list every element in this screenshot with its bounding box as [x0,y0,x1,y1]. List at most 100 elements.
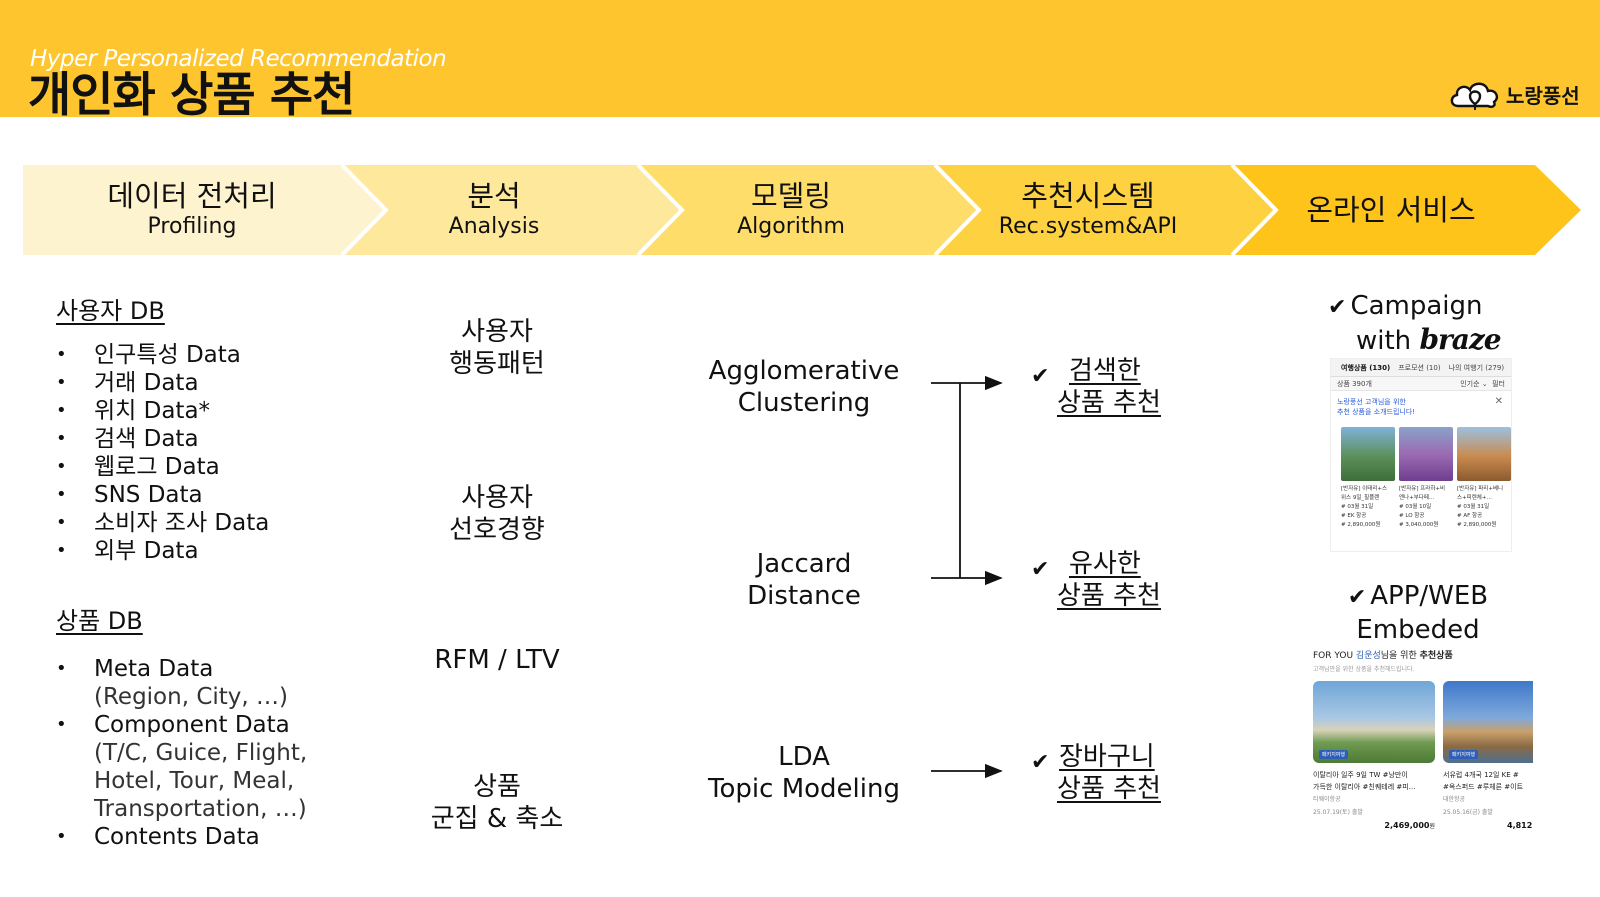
braze-logo: braze [1419,323,1501,356]
mock-header-bold: 추천상품 [1419,651,1453,661]
mock-header: FOR YOU 김운성님을 위한 추천상품 [1313,648,1533,661]
stage-recsystem: 추천시스템 Rec.system&API [958,179,1218,241]
list-item: 소비자 조사 Data [56,509,269,537]
analysis-rfm-ltv: RFM / LTV [387,644,607,676]
page-subtitle: Hyper Personalized Recommendation [30,46,447,72]
card-text: 이탈리아 일주 9일 TW #낭만이 가득한 이탈리아 #친퀘테레 #피… [1313,769,1435,793]
analysis-line: 행동패턴 [449,349,545,379]
mock-thumb: [반자유] 프라하+비 엔나+부다페… # 03월 10일 # LO 항공 # … [1399,427,1453,530]
list-item: 웹로그 Data [56,453,269,481]
card-text: 서유럽 4개국 12일 KE # #옥스퍼드 #루체른 #이트 [1443,769,1533,793]
list-item: 인구특성 Data [56,341,269,369]
mock-caption: [반자유] 프라하+비 엔나+부다페… # 03월 10일 # LO 항공 # … [1399,485,1453,530]
list-item-main: Contents Data [94,824,260,850]
mock-header-part: 님을 위한 [1380,651,1420,661]
algo-line: Jaccard [756,549,852,579]
analysis-preference: 사용자 선호경향 [387,482,607,546]
page-title: 개인화 상품 추천 [28,68,355,123]
rec-line: 상품 추천 [1057,581,1161,611]
thumb-image [1341,427,1395,481]
list-item-sub: (T/C, Guice, Flight, Hotel, Tour, Meal, … [94,740,308,822]
mock-toolbar: 상품 390개 인기순 ⌄ 필터 [1331,377,1511,391]
mock-notice: 노랑풍선 고객님을 위한 추천 상품을 소개드립니다! ✕ [1337,397,1505,417]
card-badge: 패키지여행 [1319,750,1349,759]
cap-line: [반자유] 파리+베니 [1457,486,1504,492]
algo-line: Clustering [737,388,871,418]
stage-algorithm: 모델링 Algorithm [661,179,921,241]
card-image: 패키지여행 [1443,681,1533,763]
card-line: 이탈리아 일주 9일 TW #낭만이 [1313,771,1408,779]
card-line: 가득한 이탈리아 #친퀘테레 #피… [1313,783,1416,791]
mock-header-name: 김운성 [1355,651,1381,661]
stage-profiling-en: Profiling [147,214,237,239]
header-banner: Hyper Personalized Recommendation 개인화 상품… [0,0,1600,123]
check-icon: ✔ [1347,585,1367,610]
analysis-line: 사용자 [461,317,533,347]
analysis-line: RFM / LTV [434,645,560,675]
algo-line: Distance [747,581,861,611]
campaign-label: Campaign [1350,291,1483,321]
list-item: 위치 Data* [56,397,269,425]
analysis-line: 상품 [473,772,521,802]
stage-online: 온라인 서비스 [1261,193,1521,227]
cap-line: # 03월 10일 [1399,504,1432,510]
card-airline: 대한항공 [1443,796,1466,803]
user-db-list: 인구특성 Data 거래 Data 위치 Data* 검색 Data 웹로그 D… [56,341,269,565]
thumb-image [1399,427,1453,481]
cap-line: # EK 항공 [1341,513,1367,519]
cap-line: # 2,890,000원 [1341,522,1381,528]
mock-subheader: 고객님만을 위한 상품을 추천해드립니다. [1313,666,1415,673]
list-item: 외부 Data [56,537,269,565]
thumb-image [1457,427,1511,481]
stage-recsystem-ko: 추천시스템 [1021,179,1155,213]
close-icon: ✕ [1494,396,1503,407]
list-item-main: Component Data [94,712,290,738]
cap-line: 스+피렌체+… [1457,495,1492,501]
product-db-title: 상품 DB [56,607,143,635]
rec-cart: ✔ 장바구니 상품 추천 [1025,741,1195,805]
service-campaign: ✔Campaign with braze [1328,290,1502,357]
stage-analysis-en: Analysis [448,214,540,239]
logo-text: 노랑풍선 [1506,83,1580,108]
card-price: 4,812 [1443,821,1533,830]
list-item-sub: (Region, City, …) [94,684,289,710]
user-db-title: 사용자 DB [56,297,165,325]
stage-recsystem-en: Rec.system&API [998,214,1178,239]
rec-searched: ✔ 검색한 상품 추천 [1025,355,1195,419]
analysis-behavior: 사용자 행동패턴 [387,316,607,380]
algo-jaccard: Jaccard Distance [674,548,934,612]
stage-algorithm-ko: 모델링 [750,179,832,213]
check-icon: ✔ [1031,557,1050,582]
price-unit: 원 [1429,823,1435,830]
stage-analysis: 분석 Analysis [364,179,624,241]
mock-caption: [반자유] 파리+베니 스+피렌체+… # 03월 31일 # AF 항공 # … [1457,485,1511,530]
appweb-label: APP/WEB [1370,581,1489,611]
stage-analysis-ko: 분석 [467,179,521,213]
list-item: Component Data (T/C, Guice, Flight, Hote… [56,711,326,823]
rec-line: 검색한 [1069,356,1141,386]
rec-line: 장바구니 [1059,742,1155,772]
list-item: 검색 Data [56,425,269,453]
cap-line: # LO 항공 [1399,513,1425,519]
campaign-screenshot: 여행상품 (130) 프로모션 (10) 나의 여행기 (279) 상품 390… [1330,358,1512,552]
stage-profiling: 데이터 전처리 Profiling [62,179,322,241]
price-value: 2,469,000 [1384,821,1430,830]
algo-line: LDA [778,742,830,772]
analysis-line: 군집 & 축소 [430,804,564,834]
algo-line: Topic Modeling [708,774,900,804]
list-item-main: Meta Data [94,656,214,682]
analysis-product-cluster: 상품 군집 & 축소 [387,771,607,835]
cap-line: 엔나+부다페… [1399,495,1435,501]
list-item: SNS Data [56,481,269,509]
mock-sort: 인기순 [1460,379,1480,388]
list-item: Meta Data (Region, City, …) [56,655,326,711]
card-badge: 패키지여행 [1449,750,1479,759]
stage-online-ko: 온라인 서비스 [1306,193,1476,227]
card-line: #옥스퍼드 #루체른 #이트 [1443,783,1524,791]
mock-tabs: 여행상품 (130) 프로모션 (10) 나의 여행기 (279) [1331,359,1511,377]
mock-thumbs: [반자유] 이태리+스 위스 9일_힐플랜 # 03월 31일 # EK 항공 … [1331,417,1511,530]
product-db-list: Meta Data (Region, City, …) Component Da… [56,655,326,851]
cap-line: # AF 항공 [1457,513,1483,519]
mock-cards: 패키지여행 이탈리아 일주 9일 TW #낭만이 가득한 이탈리아 #친퀘테레 … [1313,681,1533,830]
rec-line: 상품 추천 [1057,774,1161,804]
